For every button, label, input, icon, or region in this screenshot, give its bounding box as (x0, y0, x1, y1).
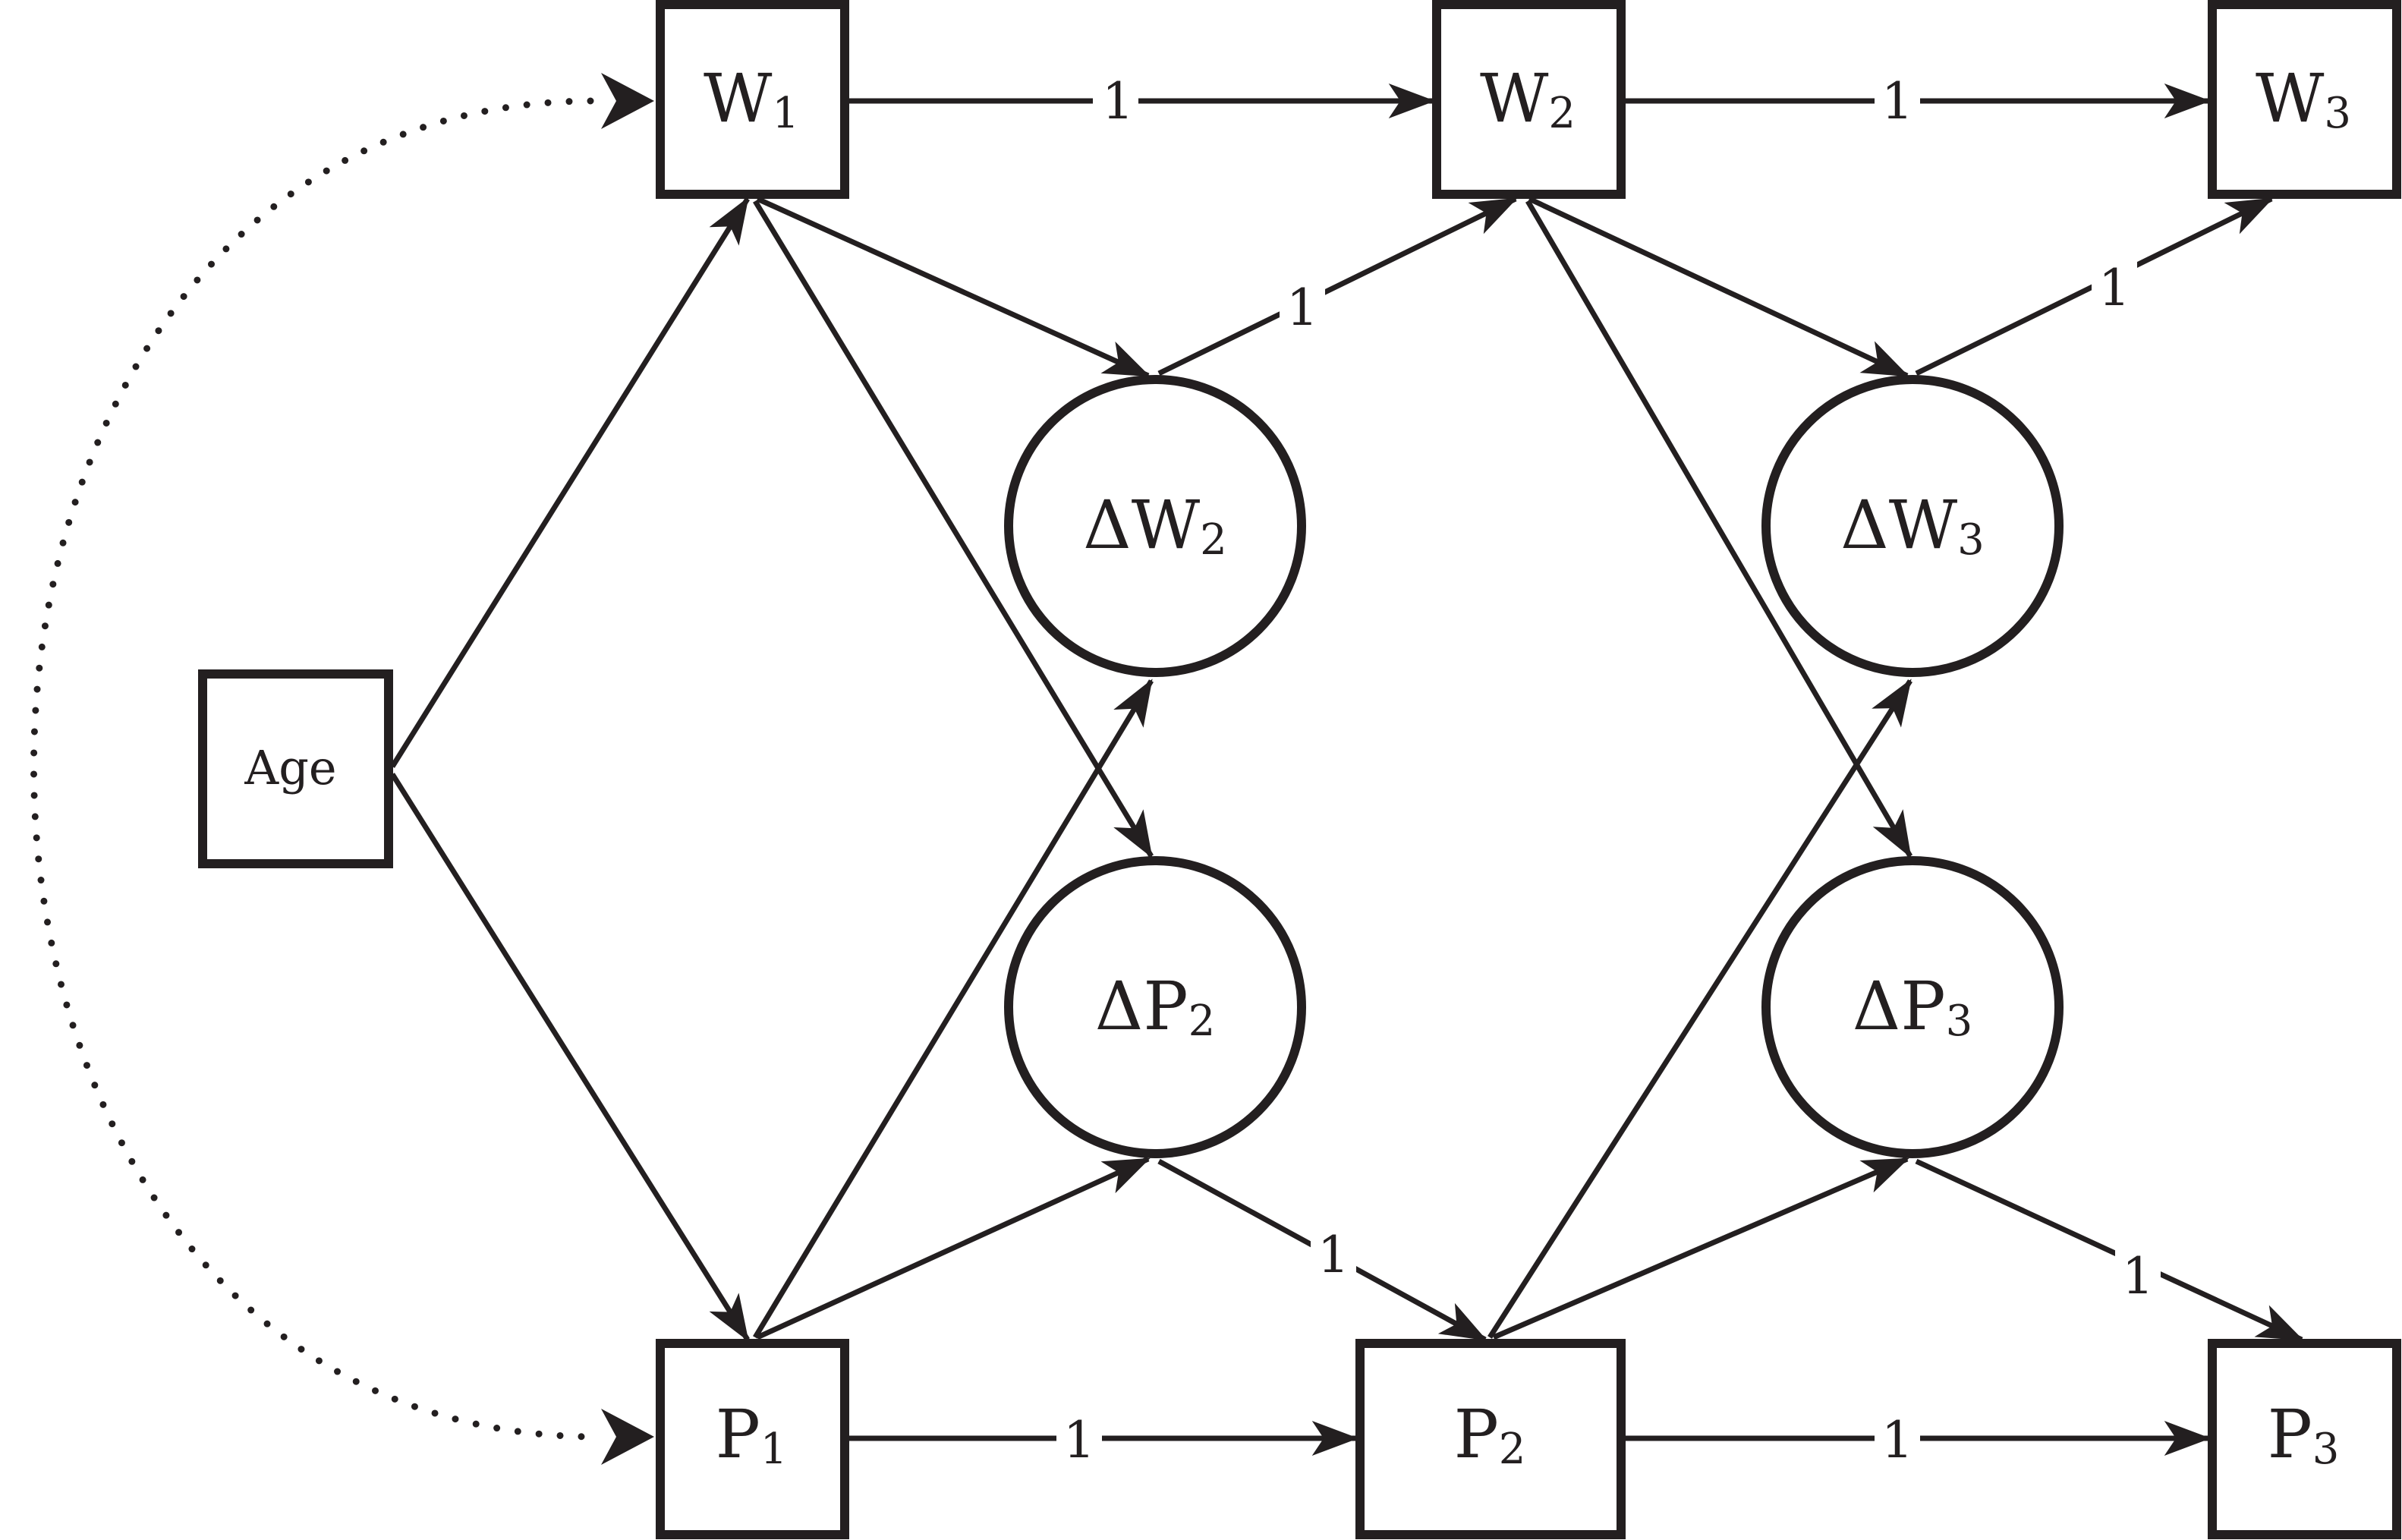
coef-label: 1 (1102, 72, 1134, 131)
edge-w2-dw3 (1528, 196, 1909, 379)
node-w3: W3 (2208, 0, 2401, 199)
dotted-arrowhead-w1 (601, 73, 654, 129)
edge-w1-dw2 (756, 196, 1151, 379)
node-w1: W1 (656, 0, 849, 199)
edge-p2-dp3 (1492, 1156, 1909, 1340)
svg-text:W2: W2 (1480, 59, 1576, 138)
node-w2-main: W (1480, 59, 1549, 137)
svg-text:P3: P3 (2268, 1395, 2340, 1474)
node-p1-sub: 1 (760, 1425, 788, 1474)
node-dw2-sub: 2 (1200, 515, 1227, 565)
node-p3: P3 (2208, 1339, 2401, 1539)
coef-w1-w2: 1 (1093, 71, 1138, 131)
svg-text:ΔP3: ΔP3 (1853, 967, 1972, 1046)
node-p3-main: P (2268, 1395, 2312, 1473)
svg-text:ΔP2: ΔP2 (1095, 967, 1215, 1046)
node-dp2: ΔP2 (1004, 856, 1306, 1158)
coef-p1-p2: 1 (1056, 1408, 1102, 1469)
svg-text:W1: W1 (704, 59, 799, 138)
coef-p2-p3: 1 (1875, 1408, 1920, 1469)
edge-dw2-w2 (1157, 196, 1518, 376)
node-dp2-sub: 2 (1188, 997, 1216, 1046)
dotted-arrowhead-p1 (601, 1409, 654, 1465)
node-w2-sub: 2 (1548, 89, 1576, 138)
edge-w1-dp2 (753, 200, 1154, 858)
svg-text:ΔW2: ΔW2 (1083, 486, 1227, 565)
node-dp3: ΔP3 (1761, 856, 2064, 1158)
svg-text:ΔW3: ΔW3 (1840, 486, 1985, 565)
coef-label: 1 (2098, 259, 2130, 317)
node-w1-main: W (704, 59, 773, 137)
node-dw2-main: ΔW (1083, 486, 1201, 564)
node-p1-main: P (716, 1395, 760, 1473)
coef-label: 1 (1881, 1411, 1913, 1469)
svg-text:P1: P1 (716, 1395, 788, 1474)
node-p2-main: P (1454, 1395, 1499, 1473)
edge-p1-dw2 (753, 679, 1154, 1339)
node-p1: P1 (656, 1339, 849, 1539)
node-p2-sub: 2 (1499, 1425, 1526, 1474)
node-dp2-main: ΔP (1095, 967, 1188, 1045)
node-p3-sub: 3 (2312, 1425, 2340, 1474)
coef-label: 1 (1063, 1411, 1095, 1469)
node-age: Age (198, 669, 393, 868)
coef-label: 1 (1881, 72, 1913, 131)
coef-label: 1 (1317, 1226, 1349, 1284)
node-dw3: ΔW3 (1761, 375, 2064, 677)
edge-age-p1 (390, 773, 750, 1342)
edge-p1-dp2 (756, 1156, 1151, 1340)
coef-dp2-p2: 1 (1311, 1222, 1356, 1284)
node-dp3-sub: 3 (1946, 997, 1973, 1046)
coef-dp3-p3: 1 (2115, 1245, 2161, 1305)
svg-text:P2: P2 (1454, 1395, 1526, 1474)
edge-dp3-p3 (1915, 1158, 2304, 1343)
svg-text:W3: W3 (2256, 59, 2351, 138)
coef-label: 1 (2122, 1247, 2154, 1305)
edge-age-w1 (390, 197, 750, 768)
node-dw3-main: ΔW (1840, 486, 1958, 564)
edge-p2-dw3 (1487, 679, 1912, 1339)
node-w3-main: W (2256, 59, 2325, 137)
node-dp3-main: ΔP (1853, 967, 1946, 1045)
node-p2: P2 (1355, 1339, 1626, 1539)
node-w1-sub: 1 (772, 89, 799, 138)
edge-w2-dp3 (1525, 200, 1913, 858)
node-dw3-sub: 3 (1957, 515, 1985, 565)
coef-dw3-w3: 1 (2092, 258, 2137, 319)
coef-w2-w3: 1 (1875, 71, 1920, 131)
node-dw2: ΔW2 (1004, 375, 1306, 677)
node-w2: W2 (1432, 0, 1626, 199)
coef-dw2-w2: 1 (1280, 273, 1325, 337)
coef-label: 1 (1286, 279, 1318, 337)
node-w3-sub: 3 (2324, 89, 2351, 138)
node-age-label: Age (244, 740, 336, 795)
